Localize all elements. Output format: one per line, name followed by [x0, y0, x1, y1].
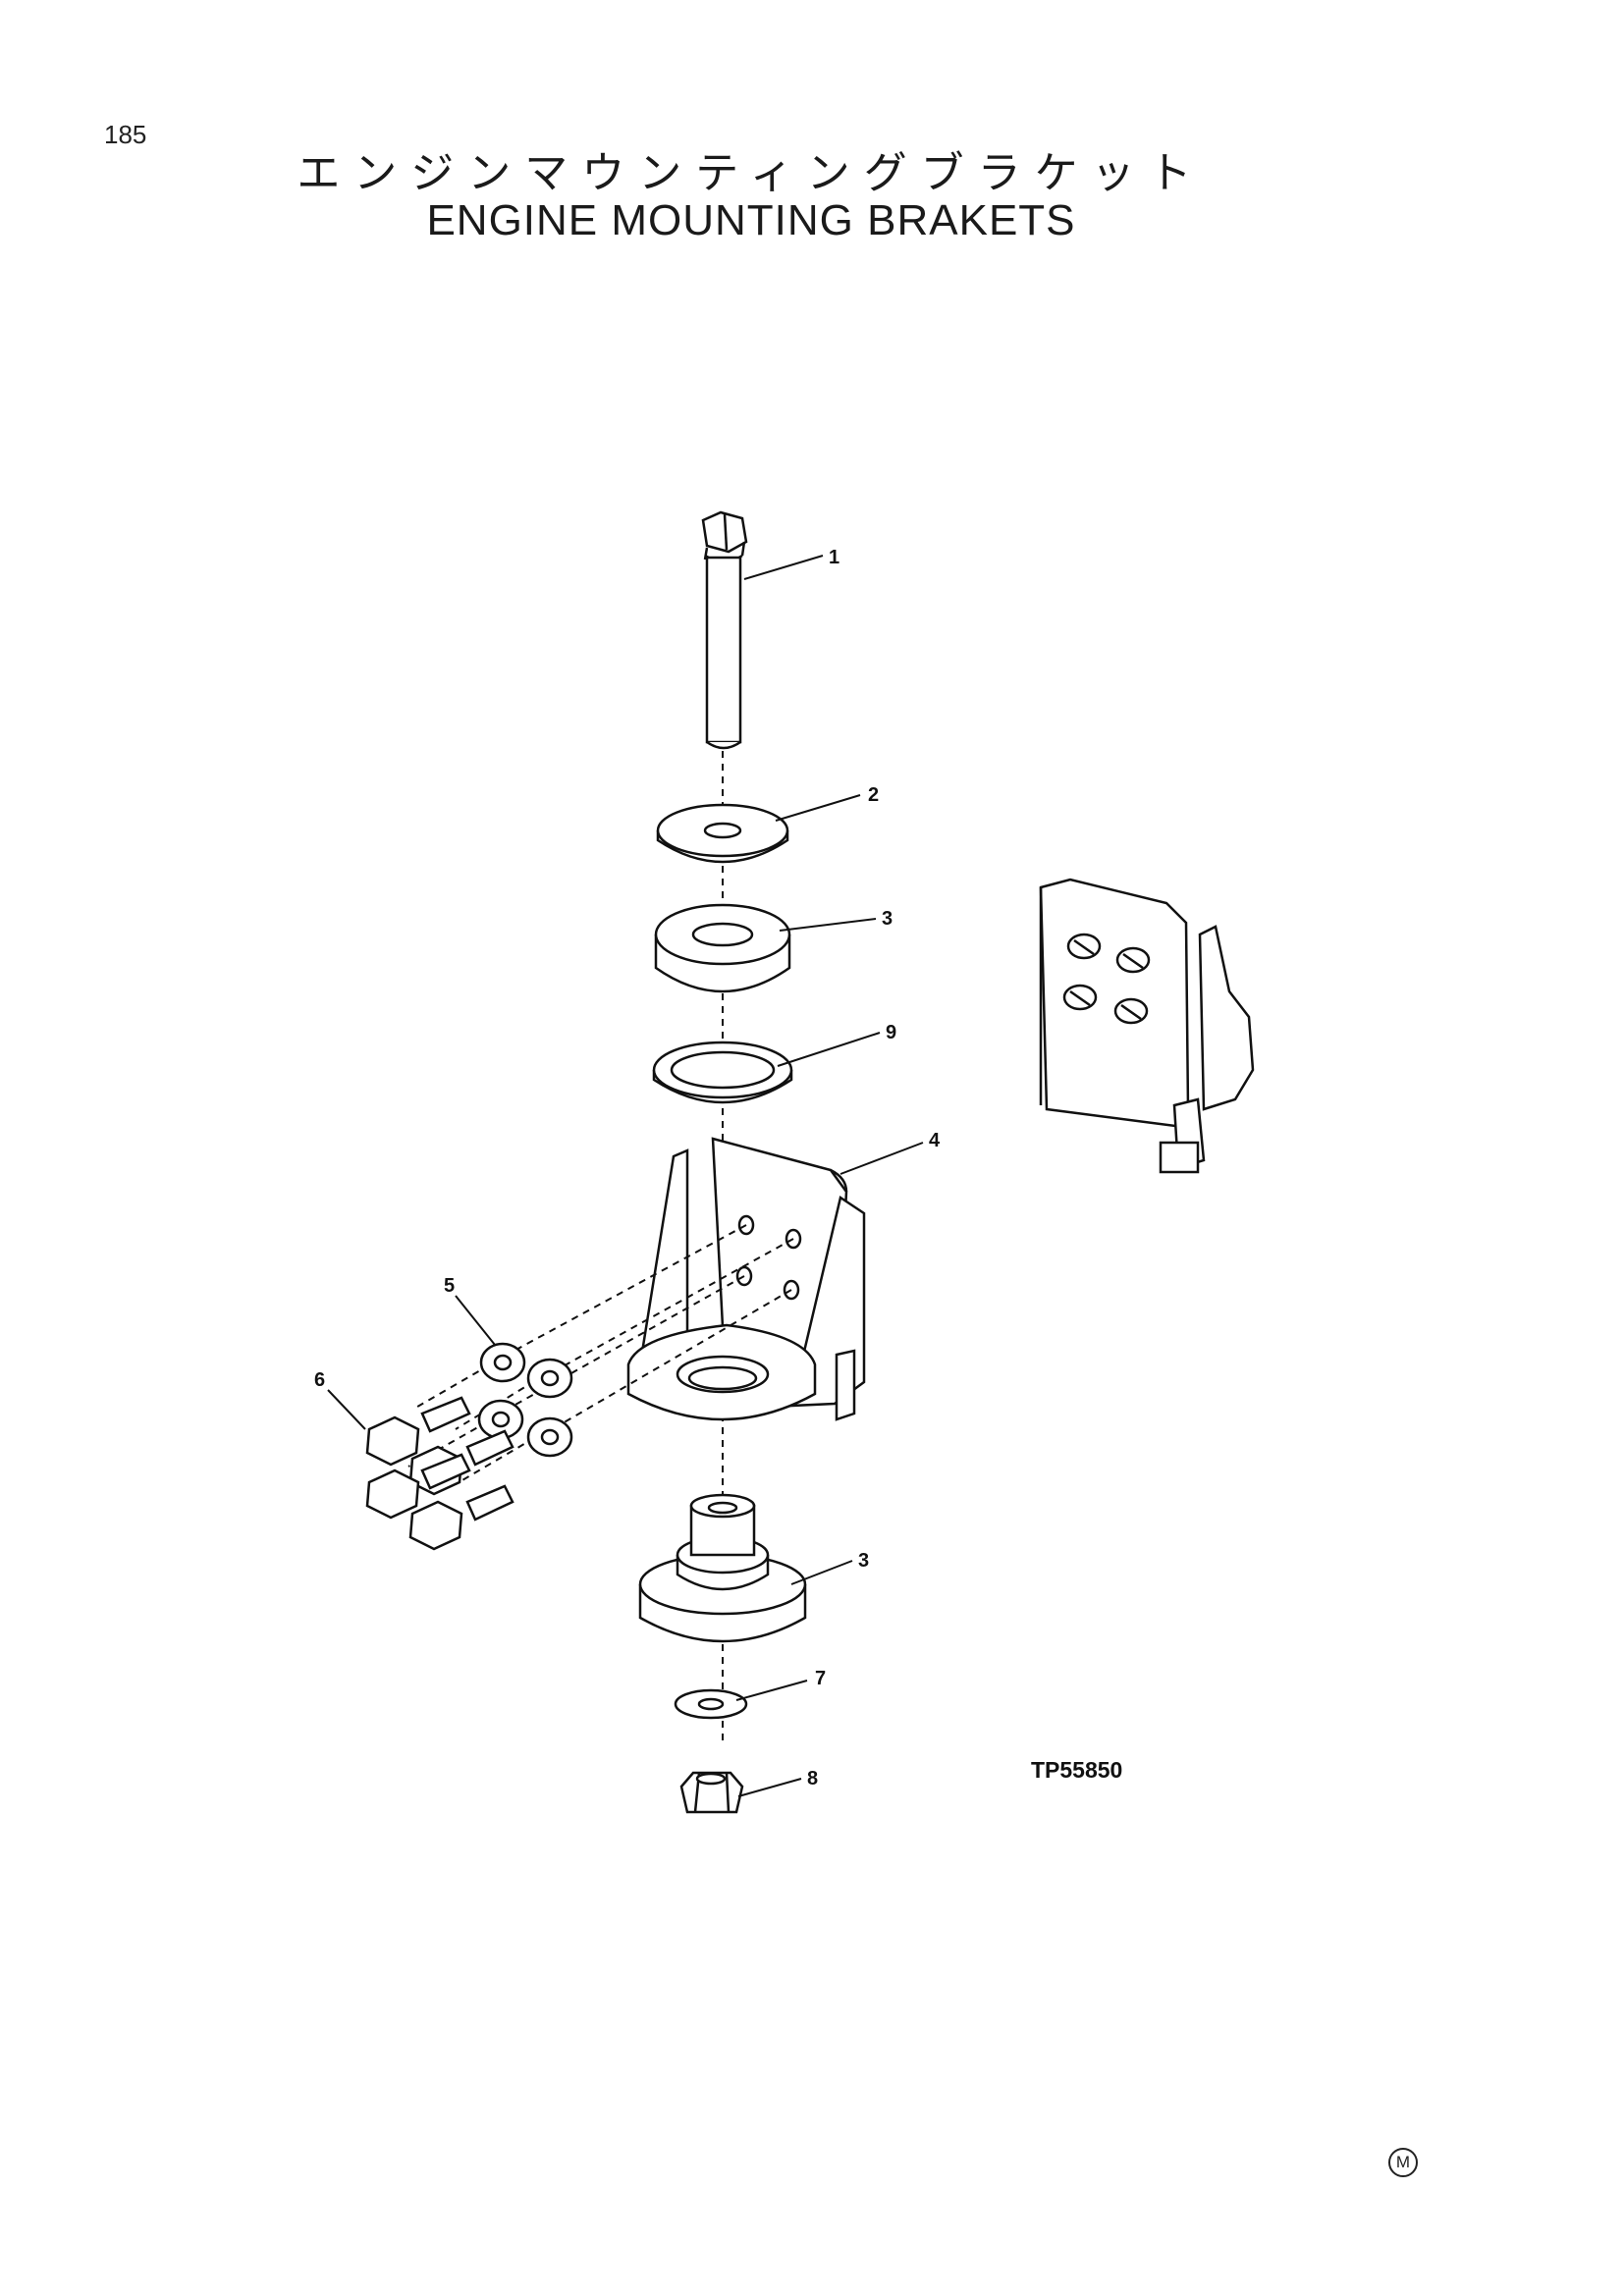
title-japanese: エンジンマウンティングブラケット [297, 148, 1206, 198]
callout-2: 2 [868, 784, 879, 806]
part-rubber-mount-upper-3 [654, 903, 791, 993]
corner-mark: M [1388, 2148, 1418, 2177]
part-washer-7 [674, 1688, 748, 1720]
leader-lines [327, 555, 924, 1797]
callout-1: 1 [829, 547, 839, 568]
callout-5: 5 [444, 1275, 455, 1297]
part-engine-bracket-4 [626, 1137, 866, 1421]
part-washer-2 [656, 803, 789, 864]
bolt-6c [365, 1453, 471, 1520]
callout-4: 4 [929, 1130, 941, 1151]
callout-3-lower: 3 [858, 1550, 869, 1572]
part-bolts-6 [365, 1396, 514, 1551]
callout-6: 6 [314, 1369, 325, 1391]
inset-assembled-bracket [1039, 878, 1255, 1174]
part-bolt-1 [701, 510, 748, 750]
part-washers-5 [477, 1342, 573, 1458]
callout-7: 7 [815, 1668, 826, 1689]
drawing-code: TP55850 [1031, 1757, 1123, 1783]
title-english: ENGINE MOUNTING BRAKETS [426, 196, 1076, 244]
callout-8: 8 [807, 1768, 818, 1789]
part-nut-8 [679, 1771, 744, 1814]
bolt-6d [408, 1484, 514, 1551]
callout-9: 9 [886, 1022, 896, 1043]
bolt-6a [365, 1396, 471, 1467]
part-rubber-mount-lower-3 [638, 1493, 807, 1643]
page-number: 185 [104, 120, 147, 149]
part-ring-9 [652, 1041, 793, 1104]
callout-3-upper: 3 [882, 908, 893, 930]
